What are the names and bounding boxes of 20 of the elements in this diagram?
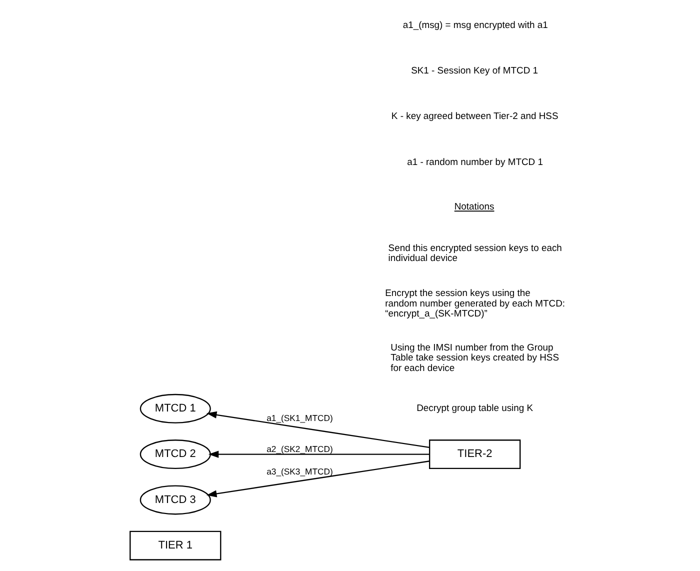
- label: SK1 - Session Key of MTCD 1: [410, 65, 538, 76]
- label: Using the IMSI number from the Group Table take session keys created by HSS for each device: [390, 342, 559, 374]
- node-ellipse: MTCD 2: [139, 440, 210, 470]
- label: Send this encrypted session keys to each individual device: [388, 242, 562, 264]
- arrow: [206, 411, 430, 448]
- label: K - key agreed between Tier-2 and HSS: [390, 111, 558, 122]
- edge-label: a3_(SK3_MTCD): [266, 466, 332, 477]
- label: a1 - random number by MTCD 1: [406, 156, 543, 168]
- label: a1_(msg) = msg encrypted with a1: [402, 20, 548, 31]
- label: Notations: [454, 202, 494, 213]
- label: Decrypt group table using K: [416, 403, 533, 414]
- arrow: [206, 460, 430, 498]
- edge-label: a2_(SK2_MTCD): [266, 444, 332, 454]
- node-box: TIER 1: [129, 530, 221, 560]
- label: Encrypt the session keys using the random number generated by each MTCD: “encrypt_a_(SK-MTCD)”: [384, 288, 565, 320]
- node-ellipse: MTCD 1: [139, 394, 210, 424]
- edge-label: a1_(SK1_MTCD): [266, 413, 332, 424]
- node-box: TIER-2: [428, 440, 520, 470]
- node-ellipse: MTCD 3: [139, 485, 210, 515]
- arrow: [208, 450, 429, 458]
